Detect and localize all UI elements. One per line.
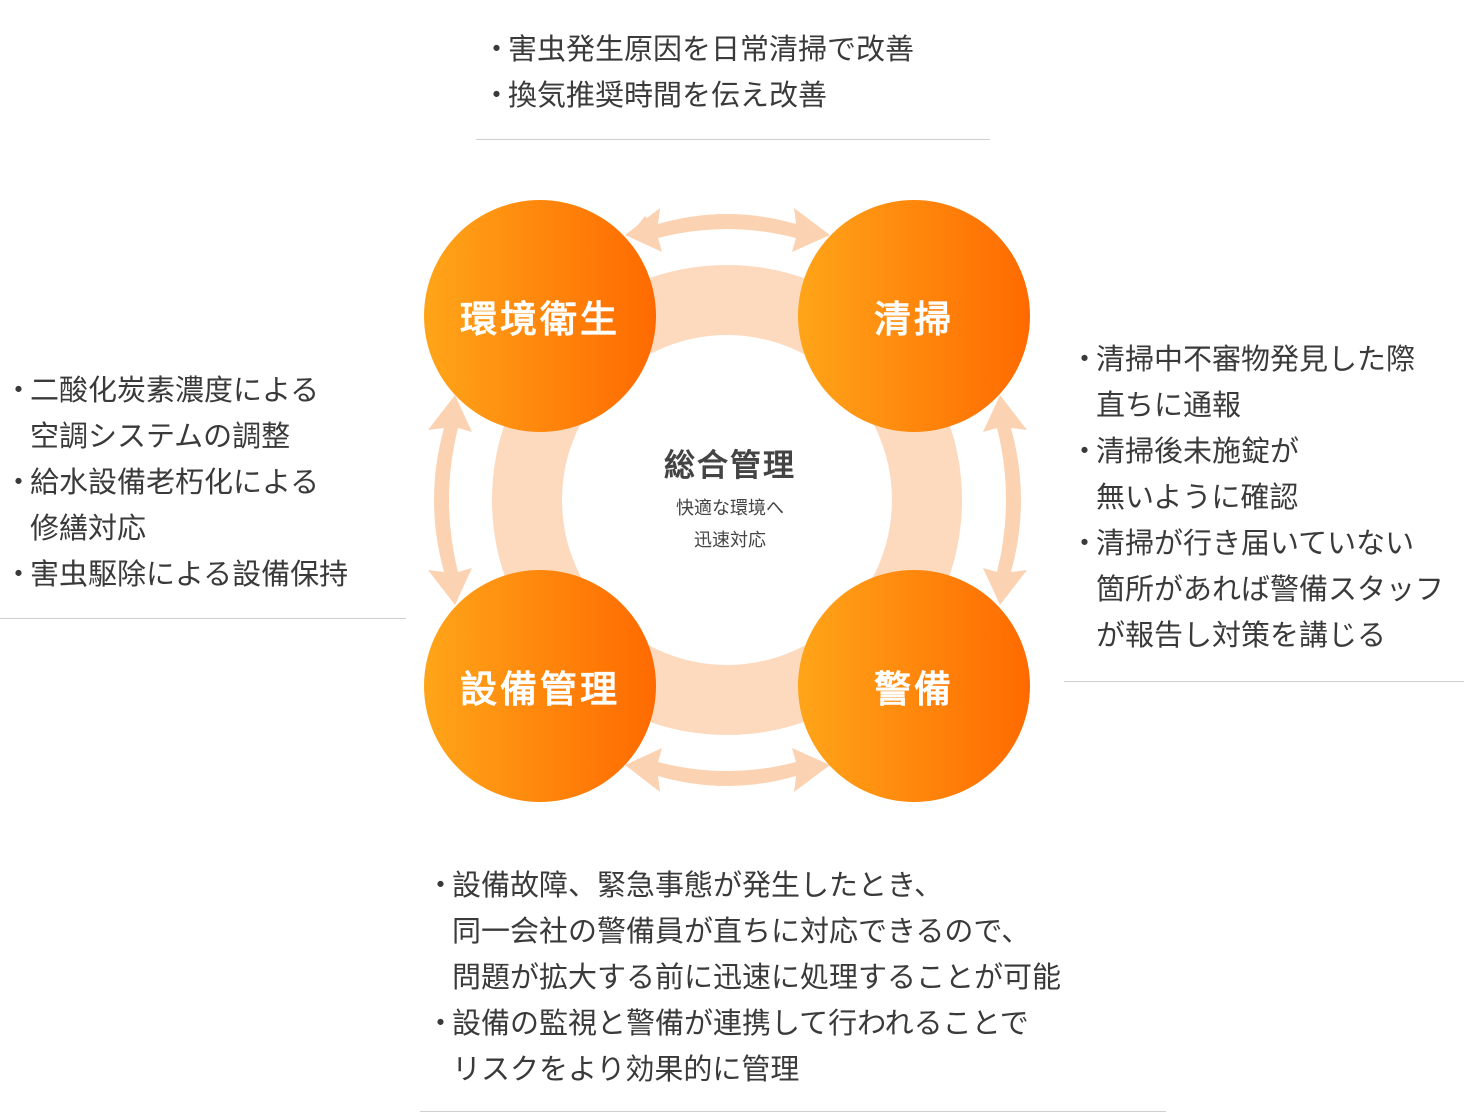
- note-item: ・設備故障、緊急事態が発生したとき、 同一会社の警備員が直ちに対応できるので、 …: [426, 868, 1062, 994]
- note-environment-cleaning: ・害虫発生原因を日常清掃で改善 ・換気推奨時間を伝え改善: [482, 26, 914, 118]
- node-environment: 環境衛生: [424, 200, 656, 432]
- node-cleaning: 清掃: [798, 200, 1030, 432]
- node-label: 環境衛生: [460, 298, 620, 341]
- note-item: ・給水設備老朽化による 修繕対応: [4, 465, 320, 545]
- node-security: 警備: [798, 570, 1030, 802]
- divider-bottom: [420, 1111, 1166, 1112]
- center-disc: [599, 372, 855, 628]
- note-item: ・害虫駆除による設備保持: [4, 557, 349, 591]
- center-title: 総合管理: [664, 448, 796, 484]
- node-label: 警備: [874, 668, 954, 711]
- node-label: 設備管理: [460, 668, 620, 711]
- note-item: ・二酸化炭素濃度による 空調システムの調整: [4, 373, 320, 453]
- node-facility: 設備管理: [424, 570, 656, 802]
- note-environment-facility: ・二酸化炭素濃度による 空調システムの調整 ・給水設備老朽化による 修繕対応 ・…: [4, 367, 348, 597]
- divider-left: [0, 618, 406, 619]
- divider-right: [1064, 681, 1464, 682]
- center-subtitle: 快適な環境へ 迅速対応: [676, 498, 784, 551]
- note-item: ・清掃中不審物発見した際 直ちに通報: [1070, 342, 1416, 422]
- note-item: ・害虫発生原因を日常清掃で改善: [482, 32, 915, 66]
- note-item: ・設備の監視と警備が連携して行われることで リスクをより効果的に管理: [426, 1006, 1029, 1086]
- note-cleaning-security: ・清掃中不審物発見した際 直ちに通報 ・清掃後未施錠が 無いように確認 ・清掃が…: [1070, 336, 1444, 658]
- note-item: ・清掃後未施錠が 無いように確認: [1070, 434, 1300, 514]
- note-item: ・清掃が行き届いていない 箇所があれば警備スタッフ が報告し対策を講じる: [1070, 526, 1445, 652]
- cycle-arrows: [428, 208, 1027, 792]
- note-facility-security: ・設備故障、緊急事態が発生したとき、 同一会社の警備員が直ちに対応できるので、 …: [426, 862, 1061, 1092]
- arrow-bottom: [625, 748, 830, 792]
- arrow-left: [428, 395, 472, 605]
- node-label: 清掃: [874, 298, 954, 341]
- management-cycle-diagram: 総合管理 快適な環境へ 迅速対応 環境衛生 清掃 設備管理 警備: [400, 180, 1060, 820]
- center-ring: [492, 265, 962, 735]
- arrow-top-shape: [625, 208, 830, 252]
- note-item: ・換気推奨時間を伝え改善: [482, 78, 828, 112]
- center-label: 総合管理 快適な環境へ 迅速対応: [600, 440, 860, 557]
- cycle-graphics: [428, 208, 1027, 792]
- divider-top: [476, 139, 990, 140]
- arrow-right: [983, 395, 1027, 605]
